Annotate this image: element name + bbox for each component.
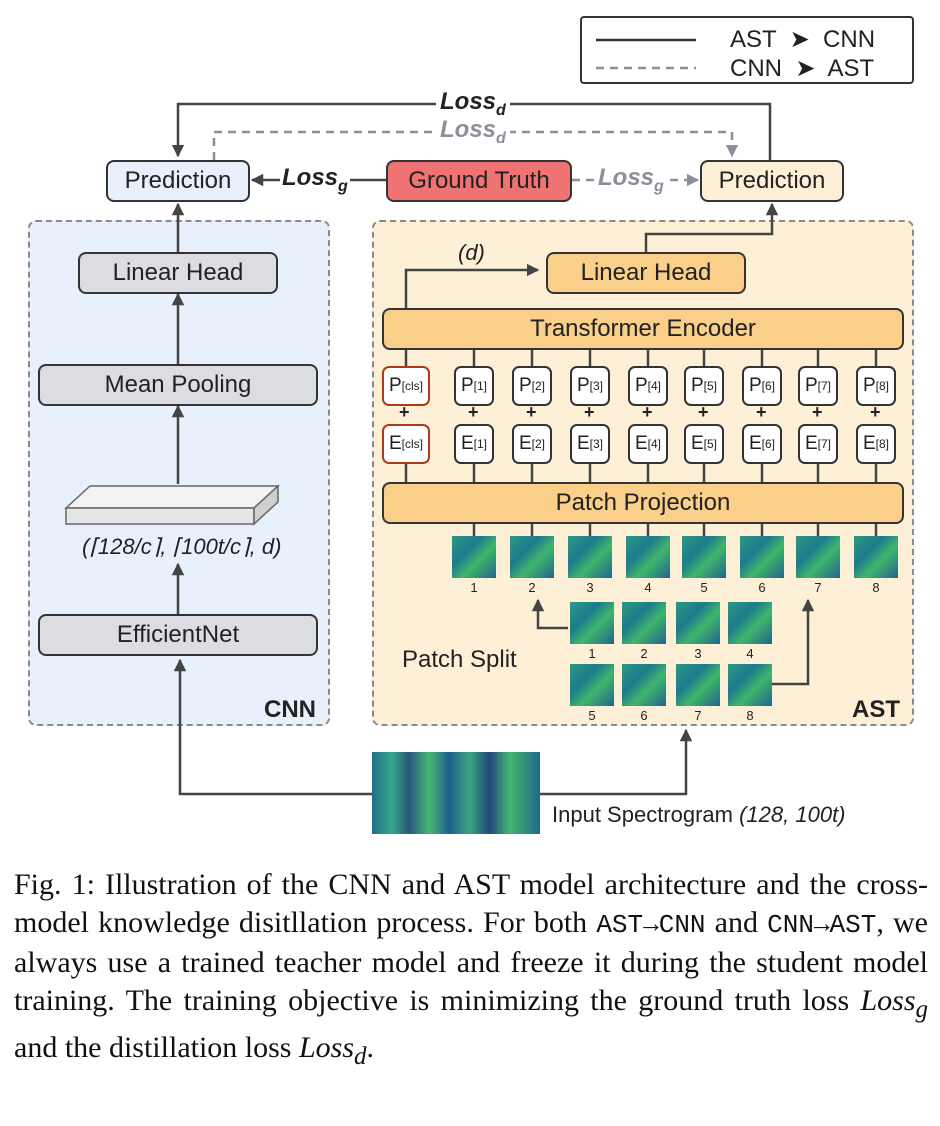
token-e-cls: E[cls] xyxy=(382,424,430,464)
patch-row-5 xyxy=(682,536,726,578)
patch-row-num-3: 3 xyxy=(586,580,594,595)
split-patch-3 xyxy=(676,602,720,644)
token-p-3: P[3] xyxy=(570,366,610,406)
arrow-right-icon: ➤ xyxy=(788,55,823,82)
patch-row-1 xyxy=(452,536,496,578)
cnn-mean-pooling: Mean Pooling xyxy=(38,364,318,406)
cnn-efficientnet: EfficientNet xyxy=(38,614,318,656)
split-num-4: 4 xyxy=(746,646,754,661)
split-num-3: 3 xyxy=(694,646,702,661)
token-p-4: P[4] xyxy=(628,366,668,406)
ast-transformer-encoder: Transformer Encoder xyxy=(382,308,904,350)
plus-2: + xyxy=(526,402,537,422)
plus-3: + xyxy=(584,402,595,422)
plus-cls: + xyxy=(399,402,410,422)
token-p-5: P[5] xyxy=(684,366,724,406)
token-p-2: P[2] xyxy=(512,366,552,406)
patch-row-num-1: 1 xyxy=(470,580,478,595)
patch-split-label: Patch Split xyxy=(402,646,517,673)
token-e-1: E[1] xyxy=(454,424,494,464)
split-num-6: 6 xyxy=(640,708,648,723)
figure-caption: Fig. 1: Illustration of the CNN and AST … xyxy=(14,868,928,1070)
ast-dim-label: (d) xyxy=(458,240,485,265)
cnn-prediction: Prediction xyxy=(106,160,250,202)
patch-row-3 xyxy=(568,536,612,578)
split-num-8: 8 xyxy=(746,708,754,723)
split-num-7: 7 xyxy=(694,708,702,723)
split-patch-6 xyxy=(622,664,666,706)
plus-5: + xyxy=(698,402,709,422)
split-patch-4 xyxy=(728,602,772,644)
feature-map-slab xyxy=(64,484,280,526)
ast-prediction: Prediction xyxy=(700,160,844,202)
patch-row-num-8: 8 xyxy=(872,580,880,595)
plus-7: + xyxy=(812,402,823,422)
split-num-1: 1 xyxy=(588,646,596,661)
legend: AST ➤ CNN CNN ➤ AST xyxy=(580,16,914,84)
patch-row-num-4: 4 xyxy=(644,580,652,595)
patch-row-num-2: 2 xyxy=(528,580,536,595)
token-p-8: P[8] xyxy=(856,366,896,406)
token-e-5: E[5] xyxy=(684,424,724,464)
token-e-4: E[4] xyxy=(628,424,668,464)
input-spectrogram-label: Input Spectrogram (128, 100t) xyxy=(552,802,846,827)
patch-row-8 xyxy=(854,536,898,578)
token-e-3: E[3] xyxy=(570,424,610,464)
token-e-7: E[7] xyxy=(798,424,838,464)
token-e-8: E[8] xyxy=(856,424,896,464)
split-patch-7 xyxy=(676,664,720,706)
ast-patch-projection: Patch Projection xyxy=(382,482,904,524)
loss-g-left-label: Lossg xyxy=(280,164,350,196)
split-num-2: 2 xyxy=(640,646,648,661)
cnn-panel-label: CNN xyxy=(264,696,316,723)
legend-solid: AST ➤ CNN xyxy=(730,26,876,53)
split-patch-2 xyxy=(622,602,666,644)
token-p-cls: P[cls] xyxy=(382,366,430,406)
split-num-5: 5 xyxy=(588,708,596,723)
ast-panel-label: AST xyxy=(852,696,900,723)
patch-row-num-6: 6 xyxy=(758,580,766,595)
token-p-1: P[1] xyxy=(454,366,494,406)
plus-1: + xyxy=(468,402,479,422)
patch-row-7 xyxy=(796,536,840,578)
plus-6: + xyxy=(756,402,767,422)
split-patch-8 xyxy=(728,664,772,706)
plus-8: + xyxy=(870,402,881,422)
loss-d-solid-label: Lossd xyxy=(436,88,510,120)
patch-row-num-5: 5 xyxy=(700,580,708,595)
split-patch-5 xyxy=(570,664,614,706)
plus-4: + xyxy=(642,402,653,422)
patch-row-6 xyxy=(740,536,784,578)
patch-row-num-7: 7 xyxy=(814,580,822,595)
split-patch-1 xyxy=(570,602,614,644)
ground-truth: Ground Truth xyxy=(386,160,572,202)
ast-linear-head: Linear Head xyxy=(546,252,746,294)
arrow-right-icon: ➤ xyxy=(782,26,817,53)
loss-g-right-label: Lossg xyxy=(596,164,666,196)
patch-row-2 xyxy=(510,536,554,578)
token-e-2: E[2] xyxy=(512,424,552,464)
legend-dashed: CNN ➤ AST xyxy=(730,55,875,82)
token-p-6: P[6] xyxy=(742,366,782,406)
token-e-6: E[6] xyxy=(742,424,782,464)
feature-shape-label: (⌈128/c⌉, ⌈100t/c⌉, d) xyxy=(82,534,282,559)
patch-row-4 xyxy=(626,536,670,578)
token-p-7: P[7] xyxy=(798,366,838,406)
cnn-linear-head: Linear Head xyxy=(78,252,278,294)
input-spectrogram-image xyxy=(372,752,540,834)
loss-d-dashed-label: Lossd xyxy=(436,116,510,148)
legend-lines xyxy=(596,38,696,70)
